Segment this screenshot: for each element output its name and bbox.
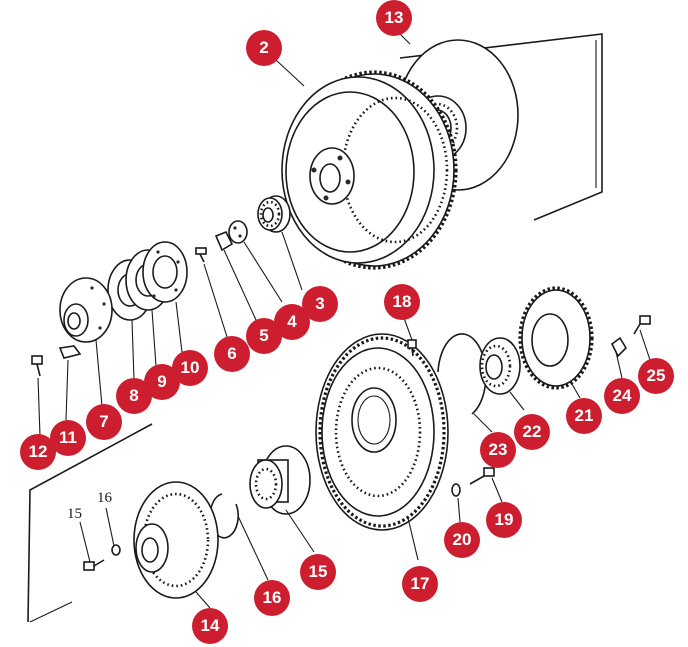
part-4-plate (228, 220, 248, 244)
callout-badge-19: 19 (486, 502, 522, 538)
callout-badge-18: 18 (384, 284, 420, 320)
callout-badge-11: 11 (50, 420, 86, 456)
part-7-flange-hub (59, 277, 113, 343)
callout-badge-15: 15 (300, 554, 336, 590)
plain-label-15: 15 (67, 506, 82, 522)
callout-badge-2: 2 (246, 30, 282, 66)
part-25-bolt (633, 315, 651, 335)
callout-badge-14: 14 (192, 608, 228, 644)
lower-frame-lines (27, 423, 153, 623)
callout-badge-24: 24 (604, 378, 640, 414)
callout-badge-7: 7 (86, 404, 122, 440)
part-2-gear-drum (281, 70, 458, 270)
callout-badge-13: 13 (376, 0, 412, 36)
callout-badge-17: 17 (402, 566, 438, 602)
part-21-sprocket (518, 286, 594, 390)
callout-badge-22: 22 (514, 414, 550, 450)
part-12-bolt (31, 355, 43, 377)
callout-badge-23: 23 (480, 432, 516, 468)
part-24-tab (610, 336, 628, 358)
part-20-washer (451, 483, 461, 497)
callout-badge-20: 20 (444, 522, 480, 558)
callout-badge-5: 5 (246, 318, 282, 354)
callout-badge-6: 6 (214, 336, 250, 372)
part-5-lock (214, 230, 234, 252)
callout-badge-25: 25 (638, 358, 674, 394)
bolt-and-washer-left (83, 544, 121, 571)
leader-lines (37, 27, 651, 609)
callout-badge-10: 10 (172, 350, 208, 386)
part-6-bolt (195, 247, 207, 263)
callout-badge-12: 12 (20, 434, 56, 470)
part-17-ribbed-wheel (315, 333, 449, 531)
callout-badge-16: 16 (254, 580, 290, 616)
part-10-shim (142, 241, 188, 303)
part-15-splined-hub (249, 445, 311, 515)
part-22-bearing (479, 337, 521, 395)
part-3-bearing (257, 195, 291, 233)
part-14-finned-drum (133, 481, 219, 599)
callout-badge-21: 21 (566, 398, 602, 434)
plain-label-16: 16 (97, 490, 112, 506)
part-19-bolt (469, 467, 495, 485)
callout-badge-8: 8 (116, 378, 152, 414)
part-23-snap-ring (437, 333, 487, 415)
part-11-tab (58, 345, 82, 359)
